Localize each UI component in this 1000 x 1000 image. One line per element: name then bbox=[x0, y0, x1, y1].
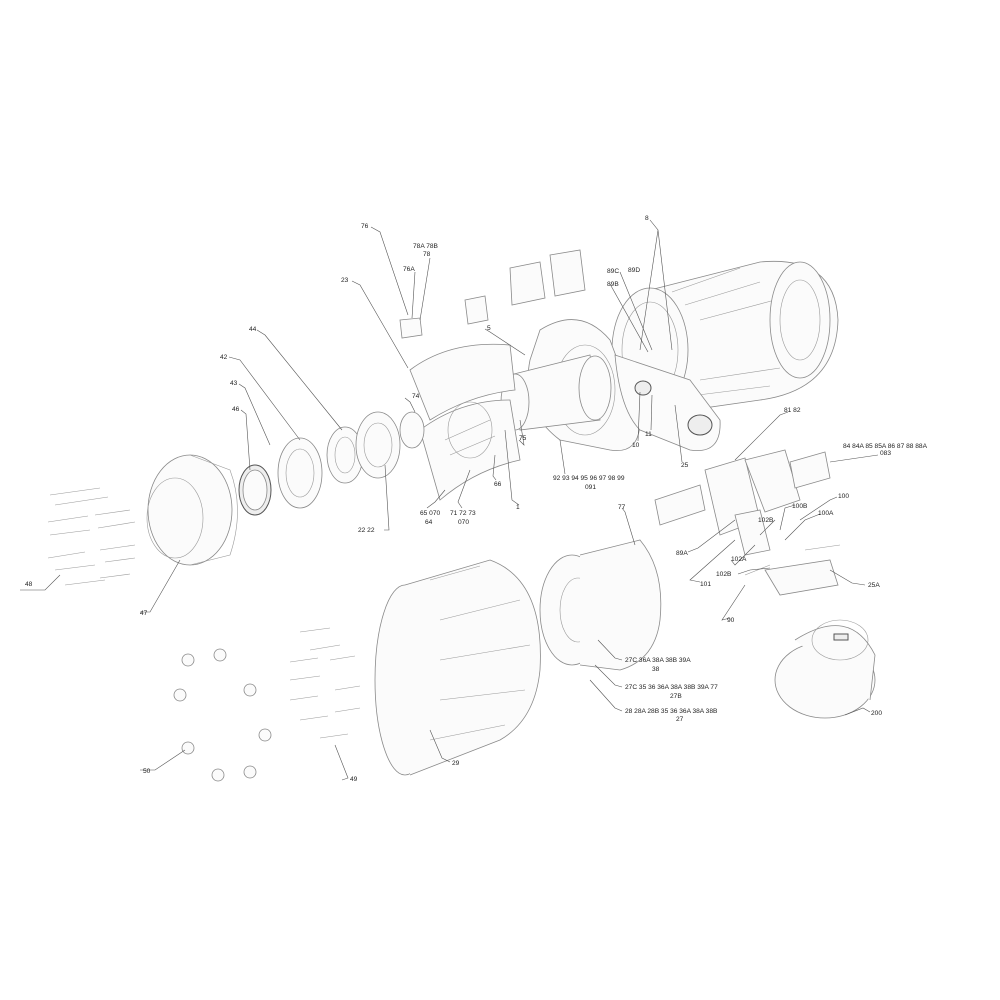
label-100: 100 bbox=[838, 493, 849, 500]
brake-chamber bbox=[774, 619, 876, 719]
label-11: 11 bbox=[645, 431, 652, 438]
label-89a: 89A bbox=[676, 550, 688, 557]
axle-spindle bbox=[500, 354, 612, 431]
label-27: 27 bbox=[676, 716, 684, 723]
label-28-row: 28 28A 28B 35 36 36A 38A 38B bbox=[625, 708, 718, 715]
label-102b-upper: 102B bbox=[758, 517, 774, 524]
label-5: 5 bbox=[487, 325, 491, 332]
wheel-nuts-50 bbox=[173, 648, 272, 782]
label-1: 1 bbox=[516, 504, 520, 511]
label-75: 75 bbox=[519, 435, 527, 442]
hub-cap bbox=[146, 454, 238, 566]
label-74: 74 bbox=[412, 393, 420, 400]
label-083: 083 bbox=[880, 450, 891, 457]
label-25: 25 bbox=[681, 462, 689, 469]
bearing-plate bbox=[238, 437, 323, 516]
label-23: 23 bbox=[341, 277, 349, 284]
label-070: 070 bbox=[458, 519, 469, 526]
label-102a: 102A bbox=[731, 556, 747, 563]
label-89d: 89D bbox=[628, 267, 640, 274]
label-10: 10 bbox=[632, 442, 640, 449]
brake-shoes bbox=[409, 343, 521, 501]
label-25a: 25A bbox=[868, 582, 880, 589]
label-101: 101 bbox=[700, 581, 711, 588]
label-64: 64 bbox=[425, 519, 433, 526]
label-81-82: 81 82 bbox=[784, 407, 801, 414]
leader-lines bbox=[20, 219, 879, 781]
label-77-top: 77 bbox=[618, 504, 626, 511]
label-50: 50 bbox=[143, 768, 151, 775]
label-47: 47 bbox=[140, 610, 148, 617]
brake-drum bbox=[374, 559, 541, 776]
abs-sensor-parts bbox=[399, 249, 586, 339]
label-89b: 89B bbox=[607, 281, 619, 288]
label-89c: 89C bbox=[607, 268, 619, 275]
label-100a: 100A bbox=[818, 510, 834, 517]
label-76: 76 bbox=[361, 223, 369, 230]
label-38: 38 bbox=[652, 666, 660, 673]
label-66: 66 bbox=[494, 481, 502, 488]
label-76a: 76A bbox=[403, 266, 415, 273]
label-27b: 27B bbox=[670, 693, 682, 700]
label-42: 42 bbox=[220, 354, 228, 361]
label-49: 49 bbox=[350, 776, 358, 783]
label-200: 200 bbox=[871, 710, 882, 717]
label-27c-row1: 27C 36A 38A 38B 39A bbox=[625, 657, 691, 664]
label-091: 091 bbox=[585, 484, 596, 491]
callout-labels: 76 78A 78B 78 76A 23 8 89C 89D 89B 5 44 … bbox=[25, 215, 928, 783]
slack-adjuster bbox=[734, 509, 841, 596]
label-29: 29 bbox=[452, 760, 460, 767]
label-44: 44 bbox=[249, 326, 257, 333]
label-84-88a: 84 84A 85 85A 86 87 88 88A bbox=[843, 443, 928, 450]
wheel-hub bbox=[539, 539, 662, 671]
label-90: 90 bbox=[727, 617, 735, 624]
label-8: 8 bbox=[645, 215, 649, 222]
label-43: 43 bbox=[230, 380, 238, 387]
label-92-99: 92 93 94 95 96 97 98 99 bbox=[553, 475, 625, 482]
label-102b-lower: 102B bbox=[716, 571, 732, 578]
label-100b: 100B bbox=[792, 503, 808, 510]
label-48: 48 bbox=[25, 581, 33, 588]
anchor-bracket bbox=[614, 354, 721, 452]
label-22: 22 22 bbox=[358, 527, 375, 534]
wheel-studs-49 bbox=[289, 627, 361, 739]
label-27c-row2: 27C 35 36 36A 38A 38B 39A 77 bbox=[625, 684, 718, 691]
label-78: 78 bbox=[423, 251, 431, 258]
label-78a-78b: 78A 78B bbox=[413, 243, 439, 250]
label-46: 46 bbox=[232, 406, 240, 413]
seal-rings bbox=[326, 411, 425, 484]
stud-bolts-48 bbox=[47, 487, 136, 586]
label-65-070: 65 070 bbox=[420, 510, 441, 517]
label-71-73: 71 72 73 bbox=[450, 510, 476, 517]
